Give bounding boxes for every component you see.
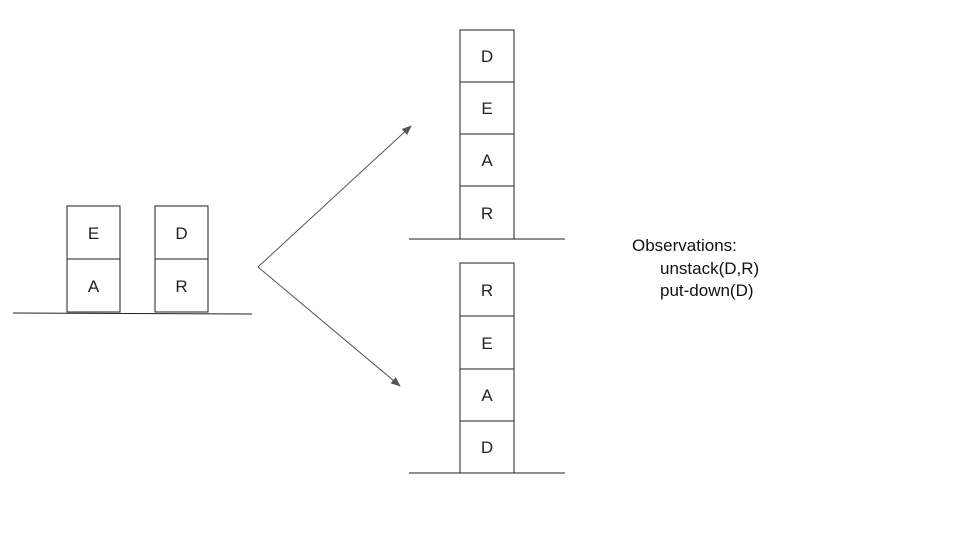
block (66, 258, 121, 313)
block-label: A (481, 151, 493, 170)
block-label: R (481, 204, 493, 223)
observation-action: put-down(D) (660, 281, 754, 300)
block (459, 315, 515, 370)
initial-stack-1: E A (66, 205, 121, 313)
block (459, 262, 515, 317)
block-label: A (88, 277, 100, 296)
branch-state-1: D E A R (409, 29, 565, 240)
branch-state-2: R E A D (409, 262, 565, 474)
block (459, 81, 515, 135)
initial-state: E A D R (12, 205, 253, 315)
block (66, 205, 121, 260)
block-label: R (175, 277, 187, 296)
block-label: D (481, 438, 493, 457)
block (459, 420, 515, 474)
block (154, 258, 209, 313)
block-label: E (481, 99, 492, 118)
branch-arrow-up (257, 125, 412, 268)
initial-ground-line (12, 312, 253, 315)
observation-action: unstack(D,R) (660, 259, 759, 278)
block-label: D (175, 224, 187, 243)
block-label: E (88, 224, 99, 243)
branch-arrow-down (257, 266, 401, 387)
block (459, 368, 515, 422)
block-label: A (481, 386, 493, 405)
block-label: R (481, 281, 493, 300)
block (154, 205, 209, 260)
observations-panel: Observations: unstack(D,R) put-down(D) (632, 236, 759, 300)
observations-title: Observations: (632, 236, 737, 255)
block (459, 185, 515, 240)
block-label: E (481, 334, 492, 353)
initial-stack-2: D R (154, 205, 209, 313)
block-label: D (481, 47, 493, 66)
